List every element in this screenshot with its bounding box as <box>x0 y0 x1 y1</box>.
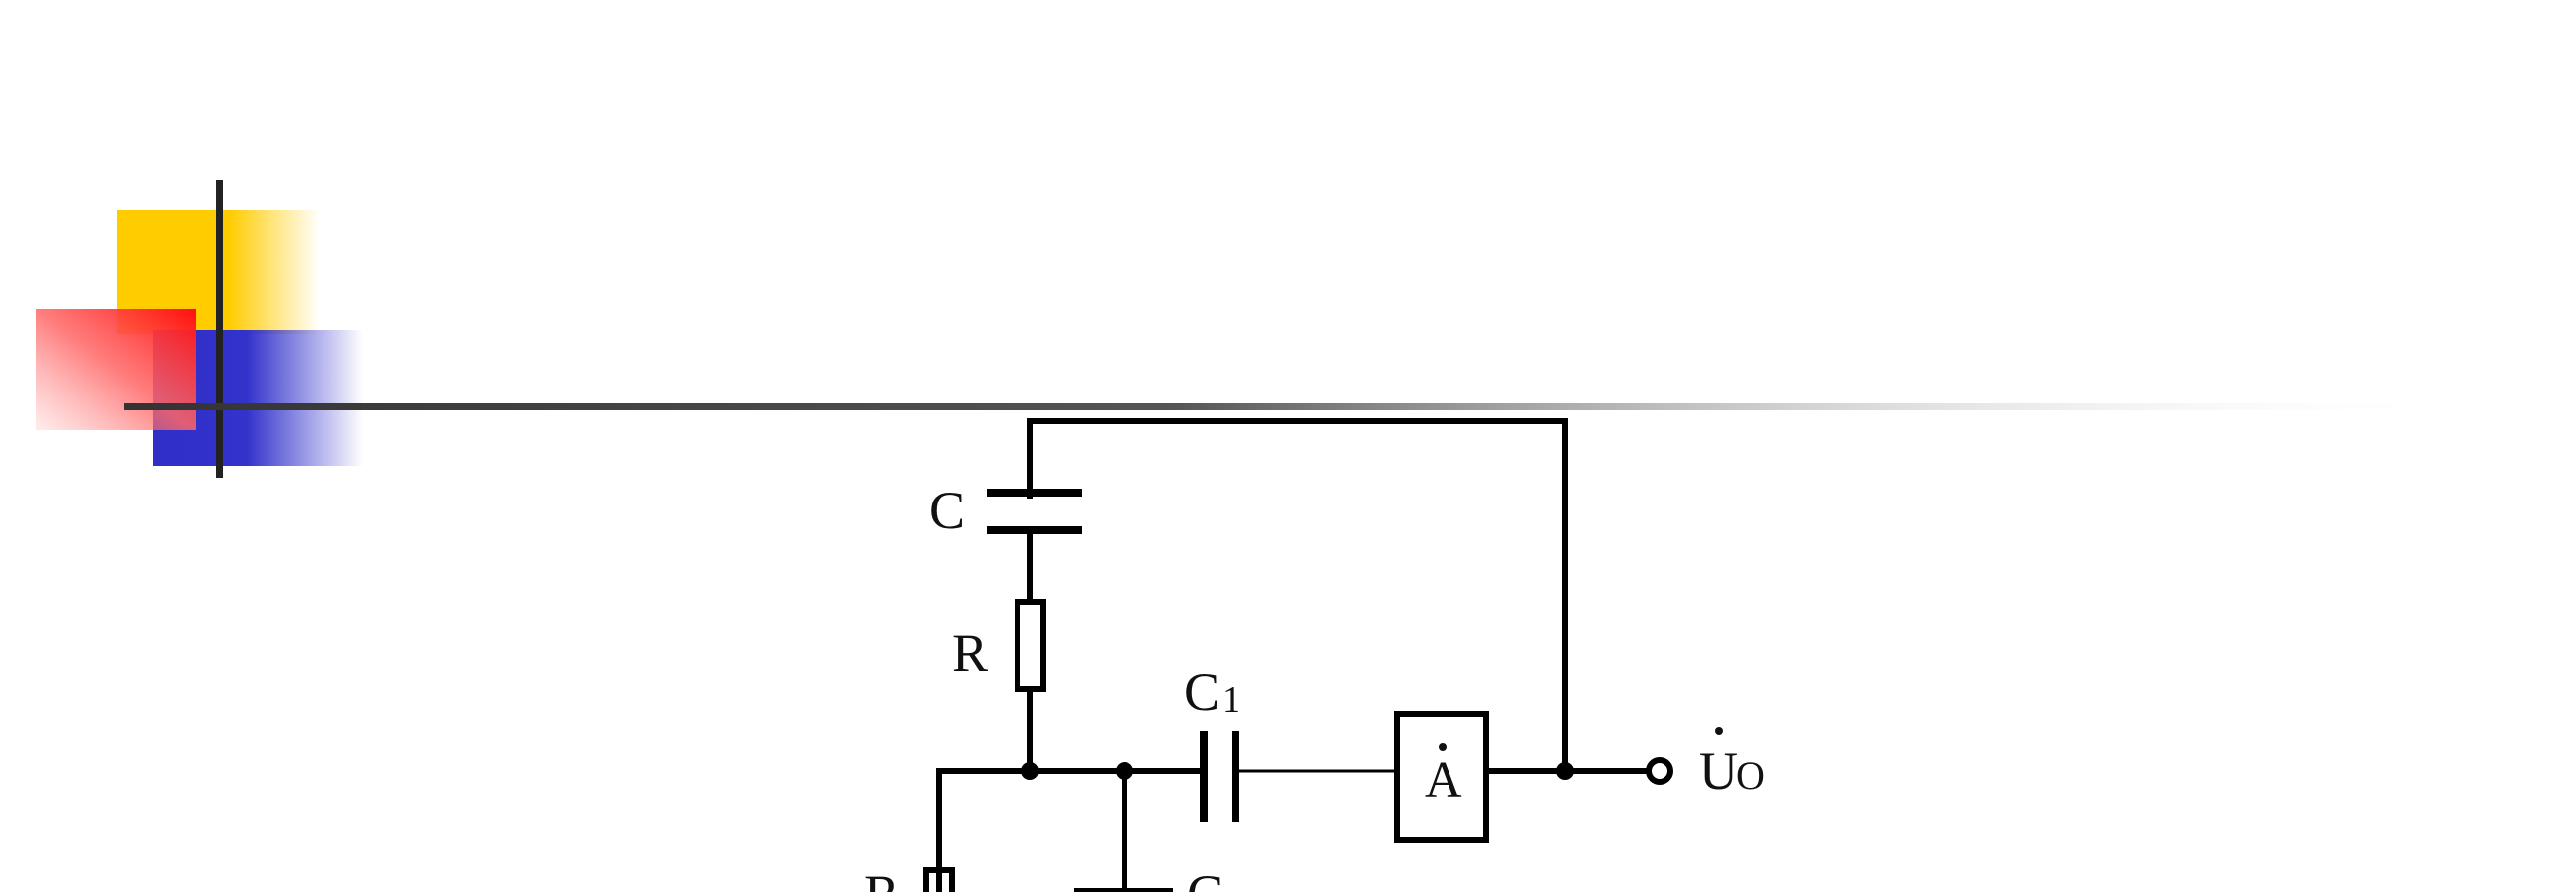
circuit-labels: C R C 1 A U O R C <box>864 481 1765 892</box>
amplifier-label-dot <box>1439 743 1447 751</box>
output-voltage-subscript: O <box>1736 753 1765 798</box>
junction-dot <box>1116 762 1133 780</box>
output-voltage-label: U <box>1699 741 1738 801</box>
junctions <box>1021 762 1574 780</box>
lower-capacitor-label: C <box>1187 864 1223 892</box>
amplifier-box <box>1394 711 1489 843</box>
junction-dot <box>1556 762 1574 780</box>
input-node-wire <box>936 768 1207 892</box>
amplifier-label: A <box>1425 752 1462 809</box>
coupling-capacitor-subscript: 1 <box>1222 679 1240 721</box>
lower-resistor <box>923 867 955 892</box>
lower-resistor-label: R <box>864 864 900 892</box>
feedback-capacitor-label: C <box>929 481 965 540</box>
circuit-diagram <box>923 418 1673 892</box>
feedback-resistor <box>1015 599 1046 692</box>
feedback-wire <box>1027 418 1568 774</box>
output-terminal <box>1646 757 1673 785</box>
title-underline-rule <box>124 403 2462 410</box>
junction-dot <box>1021 762 1039 780</box>
feedback-resistor-label: R <box>952 623 988 683</box>
red-square <box>36 309 196 430</box>
output-voltage-dot <box>1715 727 1723 735</box>
coupling-capacitor-label: C <box>1184 662 1220 722</box>
corner-decoration <box>36 180 363 478</box>
vertical-rule <box>216 180 223 478</box>
